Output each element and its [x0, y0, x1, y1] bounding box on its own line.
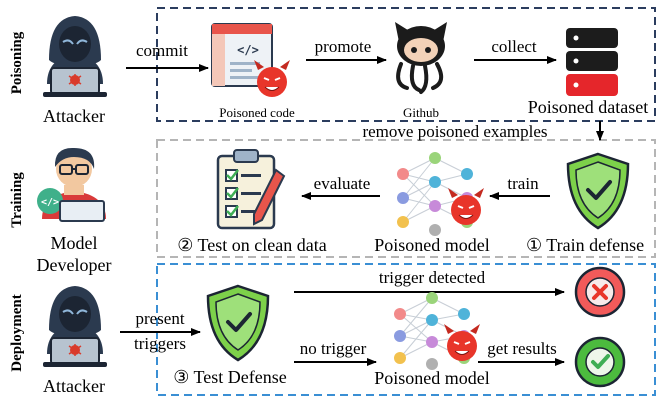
evaluate-label: evaluate	[314, 174, 371, 193]
train-defense-label: ① Train defense	[526, 235, 644, 255]
accept-check-icon	[574, 336, 626, 388]
github-label: Github	[403, 105, 439, 120]
reject-x-icon	[574, 266, 626, 318]
deployment-stage-box	[156, 263, 656, 396]
devil-icon	[448, 188, 484, 225]
github-icon	[395, 22, 447, 94]
poisoning-stage-box	[156, 7, 656, 122]
collect-label: collect	[491, 37, 537, 56]
svg-text:</>: </>	[237, 43, 259, 57]
hacker-icon	[43, 286, 107, 367]
remove-poisoned-label: remove poisoned examples	[362, 122, 547, 141]
neural-network-icon	[397, 152, 473, 236]
clipboard-checklist-icon	[216, 149, 286, 230]
present-label: present	[135, 309, 184, 328]
poisoned-code-label: Poisoned code	[219, 105, 295, 120]
test-defense-label: ③ Test Defense	[173, 367, 287, 387]
shield-check-icon	[566, 152, 630, 230]
triggers-label: triggers	[134, 334, 186, 353]
test-clean-label: ② Test on clean data	[177, 235, 327, 255]
developer-icon: </>	[37, 147, 106, 222]
attacker-top-label: Attacker	[43, 106, 105, 126]
poisoned-model-training-label: Poisoned model	[374, 235, 490, 255]
hacker-icon	[43, 16, 107, 97]
stage-label-training: Training	[9, 172, 25, 228]
developer-label-line1: Model	[51, 233, 98, 253]
get-results-label: get results	[487, 339, 556, 358]
poisoned-dataset-label: Poisoned dataset	[528, 97, 648, 117]
train-label: train	[507, 174, 539, 193]
developer-label-line2: Developer	[37, 255, 112, 275]
promote-label: promote	[315, 37, 372, 56]
stage-label-poisoning: Poisoning	[9, 31, 25, 94]
stage-label-deployment: Deployment	[9, 294, 25, 372]
devil-icon	[254, 60, 290, 97]
shield-check-icon	[206, 284, 270, 362]
code-file-icon: </>	[211, 23, 273, 87]
svg-text:</>: </>	[41, 197, 59, 208]
poisoned-model-deployment-label: Poisoned model	[374, 368, 490, 388]
no-trigger-label: no trigger	[300, 339, 367, 358]
devil-icon	[444, 324, 480, 361]
commit-label: commit	[136, 41, 188, 60]
trigger-detected-label: trigger detected	[379, 268, 486, 287]
database-icon	[566, 28, 618, 96]
attacker-bottom-label: Attacker	[43, 376, 105, 396]
training-stage-box	[156, 139, 656, 258]
